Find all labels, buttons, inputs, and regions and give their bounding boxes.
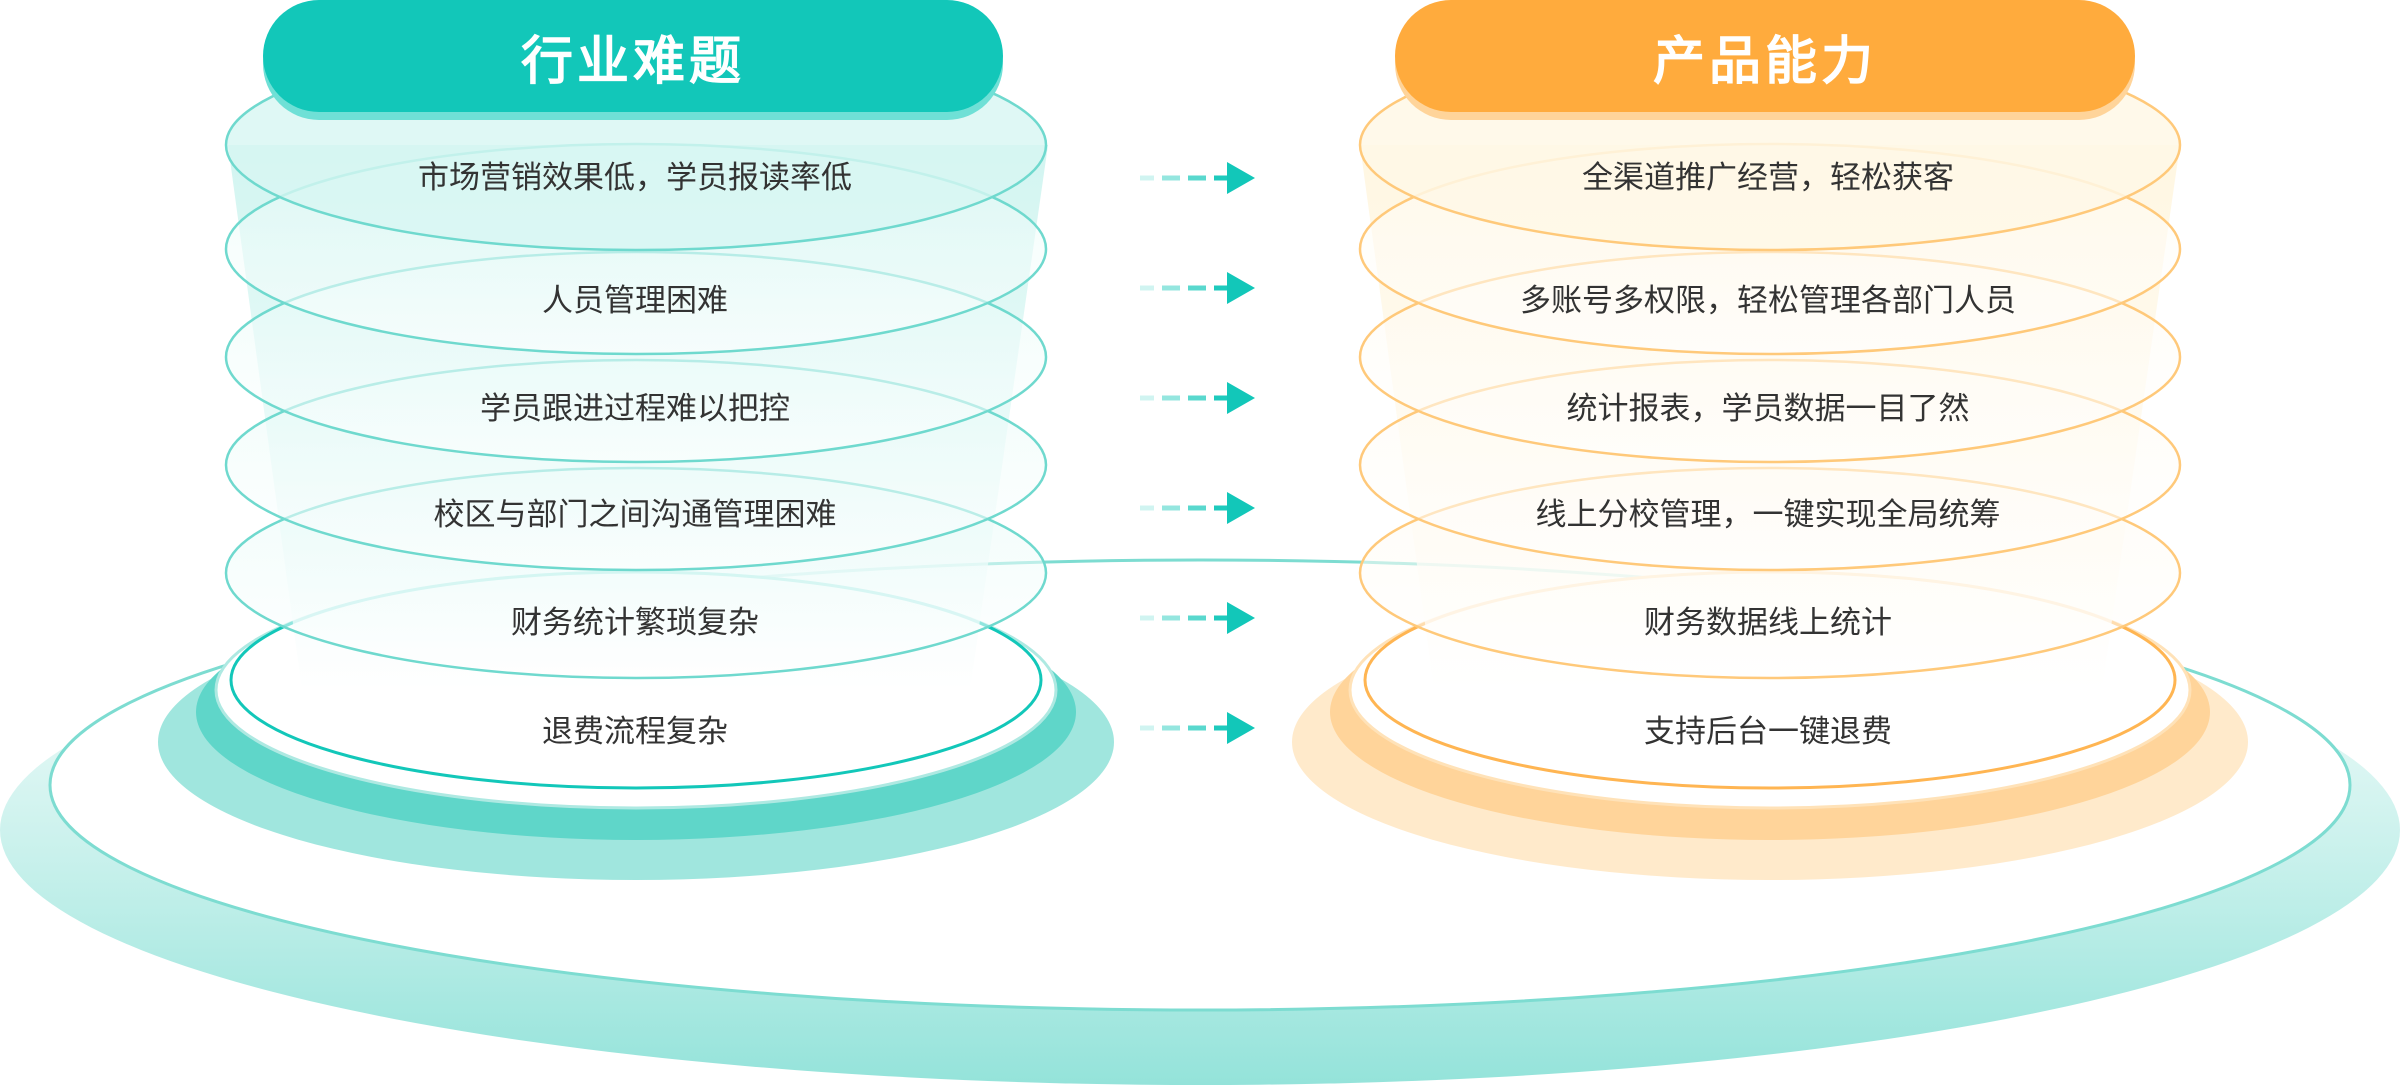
- capability-item: 统计报表，学员数据一目了然: [1566, 391, 1970, 427]
- dashed-arrow-right-icon: [1140, 162, 1255, 194]
- right-discs: [1358, 38, 2182, 680]
- problem-item: 市场营销效果低，学员报读率低: [418, 160, 852, 196]
- capability-item: 全渠道推广经营，轻松获客: [1582, 160, 1954, 196]
- problem-item: 人员管理困难: [542, 283, 728, 319]
- left-panel-title: 行业难题: [263, 0, 1003, 112]
- right-panel-title: 产品能力: [1395, 0, 2135, 112]
- dashed-arrow-right-icon: [1140, 712, 1255, 744]
- problem-item: 学员跟进过程难以把控: [480, 391, 790, 427]
- problem-item: 财务统计繁琐复杂: [511, 605, 759, 641]
- problem-item: 退费流程复杂: [542, 714, 728, 750]
- arrows: [1140, 162, 1255, 744]
- capability-item: 支持后台一键退费: [1644, 714, 1892, 750]
- left-discs: [224, 38, 1048, 680]
- capability-item: 线上分校管理，一键实现全局统筹: [1535, 497, 2001, 533]
- dashed-arrow-right-icon: [1140, 602, 1255, 634]
- dashed-arrow-right-icon: [1140, 272, 1255, 304]
- problem-item: 校区与部门之间沟通管理困难: [433, 497, 837, 533]
- dashed-arrow-right-icon: [1140, 492, 1255, 524]
- dashed-arrow-right-icon: [1140, 382, 1255, 414]
- capability-item: 财务数据线上统计: [1644, 605, 1892, 641]
- capability-item: 多账号多权限，轻松管理各部门人员: [1520, 283, 2016, 319]
